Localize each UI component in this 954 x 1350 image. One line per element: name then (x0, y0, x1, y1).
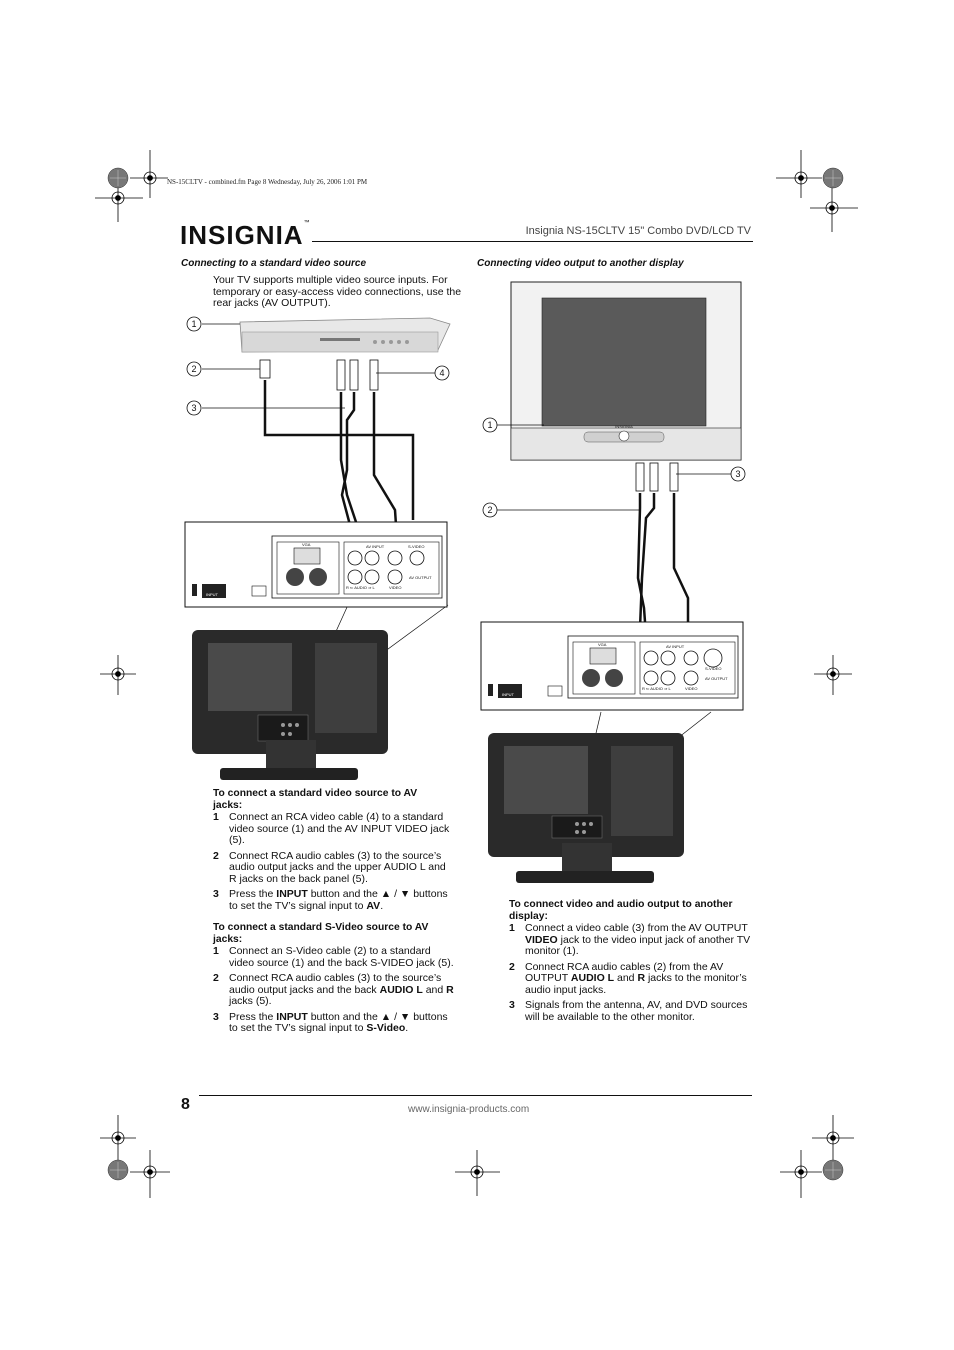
back-jack-panel: VGA AV INPUT S-VIDEO R ⇐ AUDIO ⇒ L VIDEO… (480, 621, 744, 711)
callout-3: 3 (735, 469, 740, 479)
av-output-label: AV OUTPUT (705, 676, 728, 681)
callout-2: 2 (487, 505, 492, 515)
back-jack-panel: VGA AV INPUT S-VIDEO R ⇐ AUDIO ⇒ L VIDEO… (184, 521, 448, 608)
left-section-heading: Connecting to a standard video source (181, 258, 367, 269)
av-output-label: AV OUTPUT (409, 575, 432, 580)
tv-brand-label: INSIGNIA (615, 424, 633, 429)
callout-2: 2 (191, 364, 196, 374)
left-subheading-1: To connect a standard video source to AV… (213, 788, 418, 811)
vga-label: VGA (598, 642, 607, 647)
left-intro: Your TV supports multiple video source i… (213, 274, 462, 309)
insignia-logo: INSIGNIA™ (180, 220, 311, 251)
left-subheading-2: To connect a standard S-Video source to … (213, 922, 429, 945)
left-connection-diagram: 1 2 3 4 5 VGA AV INPUT S-VIDEO R ⇐ AUDIO… (184, 316, 451, 780)
tv-back (488, 733, 684, 883)
header-rule (312, 241, 753, 242)
tv-back (192, 630, 388, 780)
audio-lr-label: R ⇐ AUDIO ⇒ L (642, 686, 671, 691)
header-title: Insignia NS-15CLTV 15" Combo DVD/LCD TV (525, 225, 751, 237)
audio-lr-label: R ⇐ AUDIO ⇒ L (346, 585, 375, 590)
input-label: INPUT (206, 592, 219, 597)
video-label: VIDEO (389, 585, 401, 590)
file-meta-line: NS-15CLTV - combined.fm Page 8 Wednesday… (167, 178, 368, 186)
right-subheading-1: To connect video and audio output to ano… (509, 899, 733, 922)
callout-4: 4 (439, 368, 444, 378)
input-label: INPUT (502, 692, 515, 697)
callout-1: 1 (487, 420, 492, 430)
right-connection-diagram: INSIGNIA 1 2 3 4 (480, 281, 746, 883)
callout-3: 3 (191, 403, 196, 413)
vga-label: VGA (302, 542, 311, 547)
callout-1: 1 (191, 319, 196, 329)
logo-tm: ™ (303, 220, 311, 226)
s-video-label: S-VIDEO (408, 544, 424, 549)
page-number: 8 (181, 1096, 190, 1113)
s-video-label: S-VIDEO (705, 666, 721, 671)
logo-text: INSIGNIA (180, 220, 304, 250)
av-input-label: AV INPUT (666, 644, 685, 649)
video-label: VIDEO (685, 686, 697, 691)
footer-rule (199, 1095, 752, 1096)
av-input-label: AV INPUT (366, 544, 385, 549)
other-tv-monitor: INSIGNIA (510, 281, 742, 461)
right-section-heading: Connecting video output to another displ… (477, 258, 684, 269)
dvd-player (239, 317, 451, 353)
footer-url: www.insignia-products.com (408, 1104, 530, 1115)
